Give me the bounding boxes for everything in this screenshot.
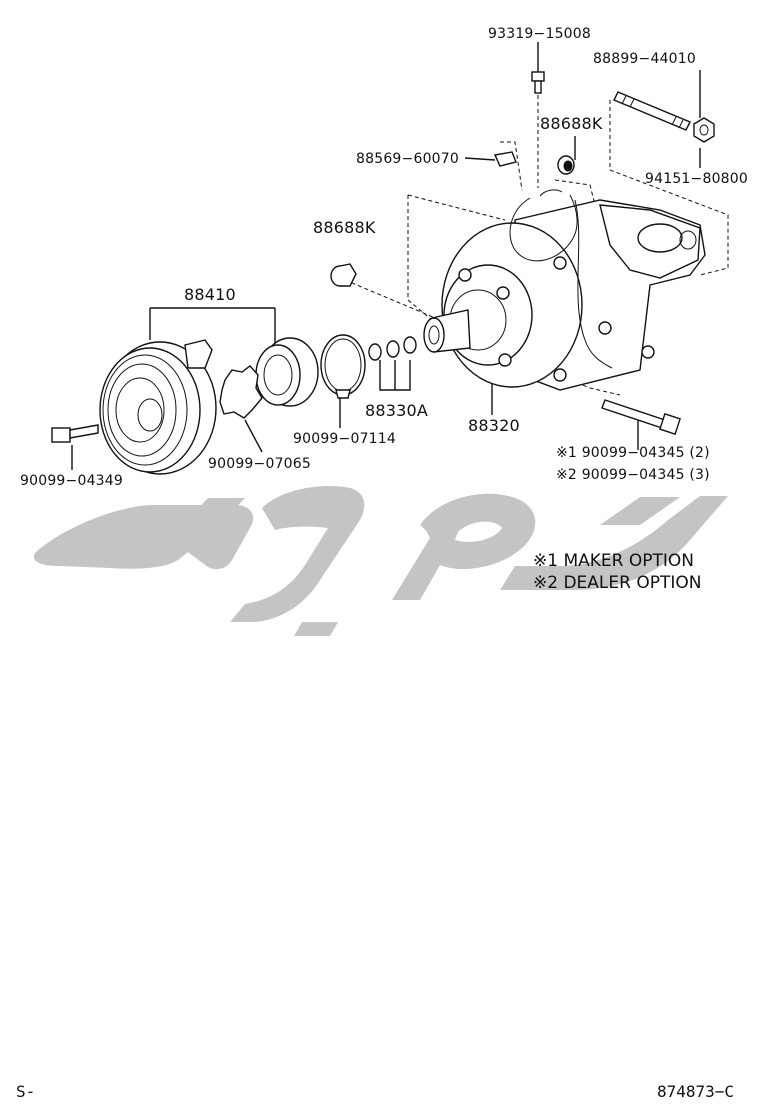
label-88320: 88320 bbox=[468, 416, 520, 435]
note-maker-option: ※1 MAKER OPTION bbox=[533, 551, 694, 571]
bearing bbox=[255, 337, 319, 407]
nut-94151 bbox=[693, 117, 715, 143]
watermark-logo bbox=[33, 486, 728, 636]
bolt-90099-04345 bbox=[601, 399, 681, 435]
label-90099-04349: 90099−04349 bbox=[20, 473, 124, 489]
label-88330a: 88330A bbox=[365, 401, 429, 420]
snap-ring-90099-07114 bbox=[320, 334, 366, 399]
bushing-88688k-top bbox=[557, 155, 575, 175]
shim-90099-07065 bbox=[219, 365, 263, 419]
compressor-88320 bbox=[423, 189, 706, 391]
label-93319-15008: 93319−15008 bbox=[488, 26, 592, 42]
leader-lines bbox=[71, 42, 701, 470]
phantom-lines bbox=[344, 95, 729, 396]
label-90099-07065: 90099−07065 bbox=[208, 456, 312, 472]
label-94151-80800: 94151−80800 bbox=[645, 171, 749, 187]
note-dealer-option: ※2 DEALER OPTION bbox=[533, 573, 702, 593]
label-88688k-top: 88688K bbox=[540, 114, 603, 133]
footer-code: 874873−C bbox=[657, 1082, 735, 1101]
footer-left: S- bbox=[16, 1082, 36, 1101]
label-bolt-dealer: ※2 90099−04345 (3) bbox=[556, 467, 710, 483]
bolt-90099-04349 bbox=[51, 424, 99, 443]
label-88688k-left: 88688K bbox=[313, 218, 376, 237]
label-bolt-maker: ※1 90099−04345 (2) bbox=[556, 445, 710, 461]
label-88899-44010: 88899−44010 bbox=[593, 51, 697, 67]
label-90099-07114: 90099−07114 bbox=[293, 431, 397, 447]
clip-88569 bbox=[493, 151, 517, 167]
bushing-88688k-left bbox=[330, 263, 357, 287]
label-88410: 88410 bbox=[184, 285, 236, 304]
shims-88330a bbox=[368, 336, 417, 361]
bolt-93319 bbox=[531, 71, 545, 94]
label-88569-60070: 88569−60070 bbox=[356, 151, 460, 167]
stud-88899 bbox=[613, 91, 691, 131]
pulley-88410 bbox=[99, 339, 217, 475]
